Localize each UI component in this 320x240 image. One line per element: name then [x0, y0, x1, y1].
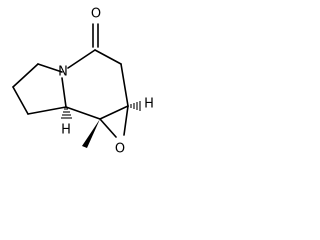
atom-label-ketone-oxygen: O: [91, 7, 101, 22]
bond-n-c5: [37, 63, 63, 73]
atom-label-h-left: H: [61, 123, 71, 138]
bond-c5-c4: [12, 63, 39, 88]
bond-epoxide-o-left: [99, 118, 117, 138]
bond-c8a-n: [61, 77, 67, 108]
molecule-structure: N O O H H: [12, 7, 154, 157]
atom-label-ring-oxygen: O: [115, 142, 125, 157]
atom-label-h-right: H: [144, 97, 154, 112]
bond-carbonyl-c-ch2: [94, 49, 122, 65]
methyl-wedge-bond: [82, 119, 100, 148]
bond-n-carbonyl-c: [67, 49, 96, 69]
bond-c-c8a: [65, 106, 101, 120]
bond-c4-c3: [12, 86, 29, 115]
atom-label-nitrogen: N: [58, 65, 68, 80]
bond-epoxide-c-c: [99, 105, 129, 120]
hashed-bond-h-right: [130, 101, 141, 111]
bond-ch2-epoxide-c: [120, 63, 129, 107]
hashed-bond-h-left: [61, 108, 72, 119]
bond-epoxide-o-right: [123, 105, 129, 136]
bond-c3-c8a: [27, 106, 67, 115]
